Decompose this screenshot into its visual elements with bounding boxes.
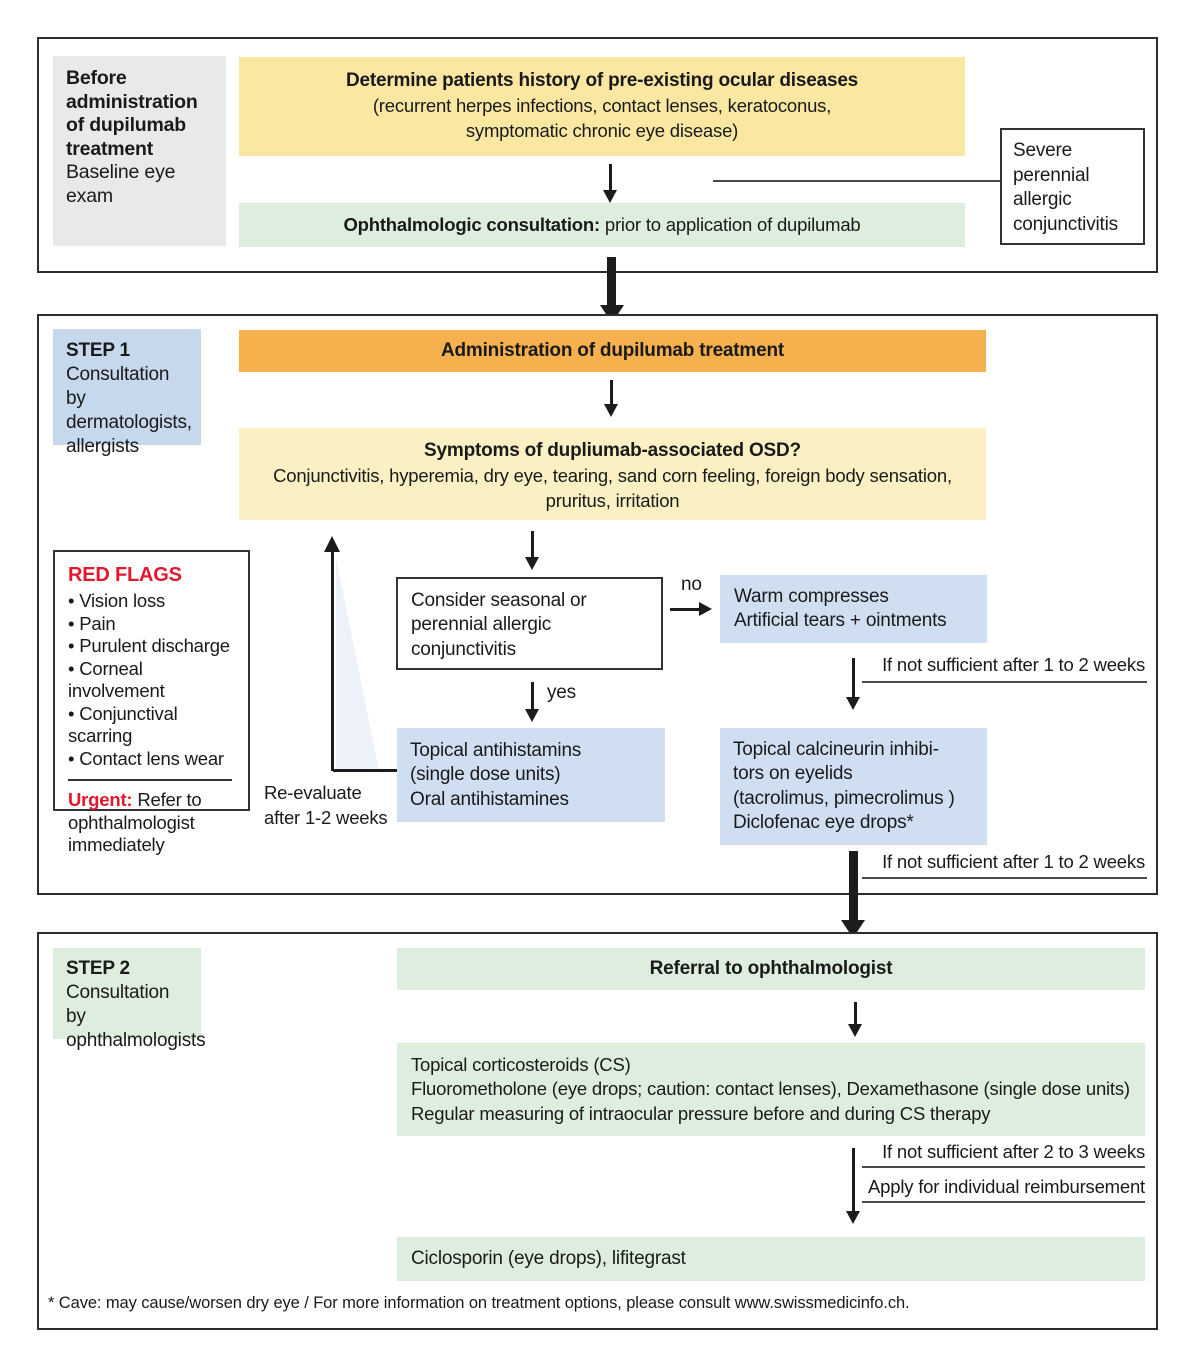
urgent-text: Refer to ophthalmologist immediately: [68, 789, 202, 855]
red-flags-urgent: Urgent: Refer to ophthalmologist immedia…: [68, 789, 235, 857]
symptoms-title: Symptoms of dupliumab-associated OSD?: [424, 440, 801, 461]
cs-line3: Regular measuring of intraocular pressur…: [411, 1102, 991, 1124]
not-sufficient-3-label: If not sufficient after 2 to 3 weeks: [882, 1141, 1145, 1162]
antihistamins-line2: (single dose units): [410, 764, 561, 786]
red-flag-item: Pain: [68, 613, 235, 636]
ophthalmologic-consultation-bold: Ophthalmologic consultation:: [343, 214, 600, 235]
before-administration-label-bold: Before administration of dupilumab treat…: [66, 67, 198, 160]
symptoms-line2: pruritus, irritation: [545, 490, 680, 511]
not-sufficient-2-label: If not sufficient after 1 to 2 weeks: [882, 851, 1145, 872]
calcineurin-box: Topical calcineurin inhibi- tors on eyel…: [720, 728, 987, 845]
not-sufficient-2-underline: [862, 877, 1147, 879]
ciclosporin-text: Ciclosporin (eye drops), lifitegrast: [411, 1248, 686, 1269]
warm-line1: Warm compresses: [734, 586, 889, 607]
consider-line2: perennial allergic: [411, 614, 552, 636]
referral-text: Referral to ophthalmologist: [649, 958, 893, 979]
red-flag-item: Contact lens wear: [68, 748, 235, 771]
before-administration-label-normal: Baseline eye exam: [66, 161, 176, 207]
consider-allergic-box: Consider seasonal or perennial allergic …: [396, 577, 663, 670]
apply-reimbursement-underline: [862, 1201, 1145, 1203]
determine-history-line3: symptomatic chronic eye disease): [465, 120, 739, 141]
step1-label-normal: Consultation by dermatologists, allergis…: [66, 364, 192, 457]
red-flags-title: RED FLAGS: [68, 564, 182, 586]
before-administration-label: Before administration of dupilumab treat…: [53, 56, 226, 246]
cs-line1: Topical corticosteroids (CS): [411, 1054, 631, 1075]
determine-history-line2: (recurrent herpes infections, contact le…: [372, 95, 832, 116]
warm-line2: Artificial tears + ointments: [734, 610, 947, 632]
not-sufficient-3-underline: [862, 1166, 1145, 1168]
corticosteroids-box: Topical corticosteroids (CS) Fluorometho…: [397, 1043, 1145, 1136]
step2-label-bold: STEP 2: [66, 958, 130, 979]
not-sufficient-1-label: If not sufficient after 1 to 2 weeks: [882, 654, 1145, 675]
calcineurin-line2: tors on eyelids: [733, 763, 853, 785]
urgent-label: Urgent:: [68, 789, 133, 810]
calcineurin-line4: Diclofenac eye drops*: [733, 811, 914, 833]
not-sufficient-1-underline: [862, 681, 1147, 683]
red-flag-item: Conjunctival scarring: [68, 703, 235, 748]
red-flags-divider: [68, 779, 232, 781]
apply-reimbursement-label: Apply for individual reimbursement: [868, 1176, 1145, 1197]
warm-compresses-box: Warm compresses Artificial tears + ointm…: [720, 575, 987, 643]
antihistamins-line1: Topical antihistamins: [410, 740, 582, 761]
calcineurin-line3: (tacrolimus, pimecrolimus ): [733, 787, 955, 809]
administration-box: Administration of dupilumab treatment: [239, 330, 986, 372]
consider-line1: Consider seasonal or: [411, 590, 587, 611]
calcineurin-line1: Topical calcineurin inhibi-: [733, 739, 939, 760]
ophthalmologic-consultation-box: Ophthalmologic consultation: prior to ap…: [239, 203, 965, 247]
footnote: * Cave: may cause/worsen dry eye / For m…: [48, 1294, 910, 1312]
step1-label-bold: STEP 1: [66, 340, 130, 361]
symptoms-box: Symptoms of dupliumab-associated OSD? Co…: [239, 428, 986, 520]
red-flag-item: Corneal involvement: [68, 658, 235, 703]
severe-perennial-text: Severe perennial allergic conjunctivitis: [1013, 140, 1118, 235]
symptoms-line1: Conjunctivitis, hyperemia, dry eye, tear…: [273, 465, 952, 486]
red-flags-box: RED FLAGS Vision loss Pain Purulent disc…: [53, 550, 250, 855]
reevaluate-label: Re-evaluate after 1-2 weeks: [264, 781, 388, 830]
ophthalmologic-consultation-rest: prior to application of dupilumab: [599, 214, 861, 235]
administration-text: Administration of dupilumab treatment: [440, 340, 785, 361]
yes-label: yes: [547, 682, 576, 703]
red-flag-item: Purulent discharge: [68, 635, 235, 658]
consider-line3: conjunctivitis: [411, 638, 516, 660]
step2-label-normal: Consultation by ophthalmologists: [66, 982, 206, 1051]
no-label: no: [681, 574, 702, 595]
determine-history-box: Determine patients history of pre-existi…: [239, 57, 965, 156]
antihistamins-box: Topical antihistamins (single dose units…: [397, 728, 665, 822]
red-flag-item: Vision loss: [68, 590, 235, 613]
step1-label: STEP 1 Consultation by dermatologists, a…: [53, 329, 201, 457]
reevaluate-line1: Re-evaluate: [264, 782, 362, 803]
reevaluate-line2: after 1-2 weeks: [264, 806, 388, 828]
step2-label: STEP 2 Consultation by ophthalmologists: [53, 948, 206, 1051]
cs-line2: Fluorometholone (eye drops; caution: con…: [411, 1078, 1130, 1100]
referral-box: Referral to ophthalmologist: [397, 948, 1145, 990]
antihistamins-line3: Oral antihistamines: [410, 788, 569, 810]
determine-history-title: Determine patients history of pre-existi…: [345, 70, 859, 91]
severe-connector-line: [713, 180, 1000, 182]
ciclosporin-box: Ciclosporin (eye drops), lifitegrast: [397, 1237, 1145, 1281]
severe-perennial-box: Severe perennial allergic conjunctivitis: [1000, 128, 1145, 245]
